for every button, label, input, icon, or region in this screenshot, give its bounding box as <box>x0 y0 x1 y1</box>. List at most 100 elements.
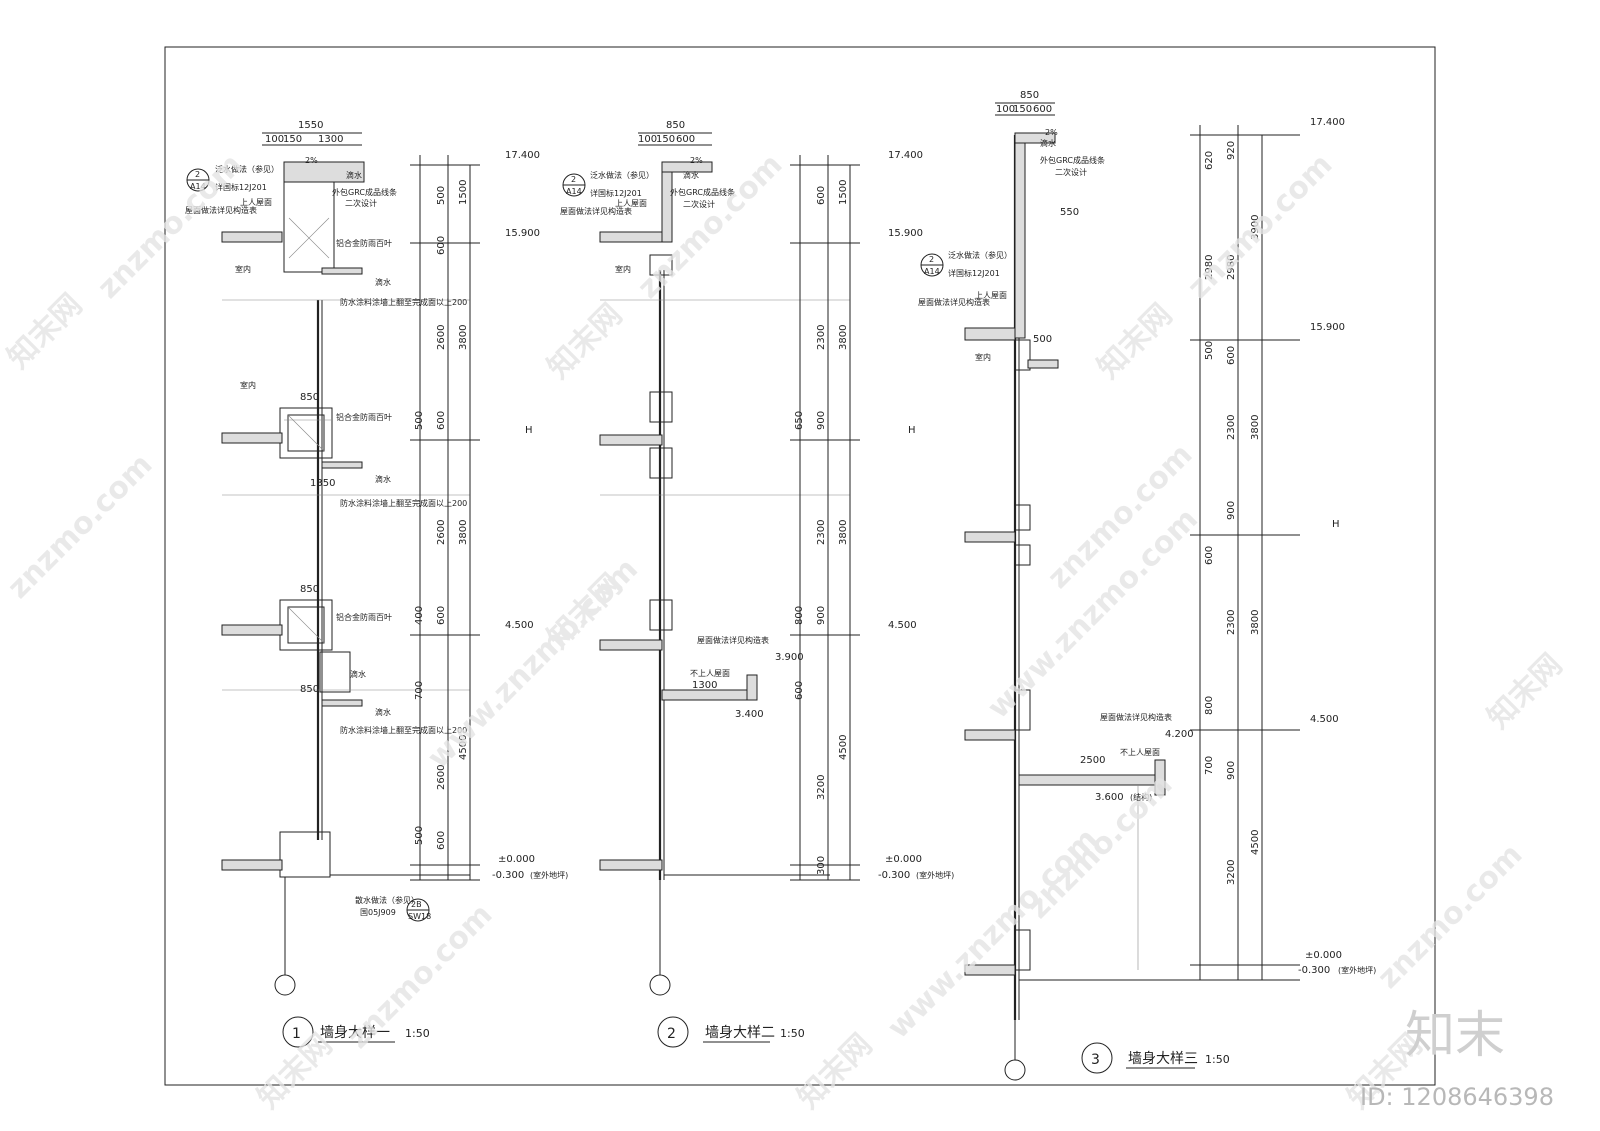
drawing-frame <box>164 46 1436 1086</box>
detail-number-circle <box>1081 1042 1113 1074</box>
level-note: (室外地坪) <box>1338 965 1376 975</box>
wall-detail-2 <box>599 132 860 996</box>
note-roof-type: 上人屋面 <box>975 291 1007 300</box>
dim-text: 3800 <box>458 520 469 545</box>
note-grc: 外包GRC成品线条 <box>670 187 735 197</box>
dim-text: 900 <box>1226 501 1237 520</box>
dim-text: 500 <box>436 186 447 205</box>
detail-scale: 1:50 <box>780 1027 805 1040</box>
detail-number: 2 <box>667 1026 676 1042</box>
dim-text: 600 <box>436 606 447 625</box>
dim-text: 4500 <box>1250 830 1261 855</box>
dim-text: 2600 <box>436 765 447 790</box>
level-text: 3.900 <box>775 652 804 663</box>
level-text: H <box>1332 519 1340 530</box>
detail-title: 墙身大样一 <box>320 1025 390 1041</box>
level-text: -0.300 <box>878 870 910 881</box>
image-id-watermark: ID: 1208646398 <box>1360 1083 1554 1111</box>
watermark-text: znzmo.com <box>91 147 250 306</box>
base-box <box>279 831 331 878</box>
dim-text: 850 <box>300 584 319 595</box>
level-text: 4.500 <box>505 620 534 631</box>
note-secondary: 二次设计 <box>1055 167 1087 177</box>
dim-text: 620 <box>1204 151 1215 170</box>
dim-text: 850 <box>300 392 319 403</box>
note-louver: 铝合金防雨百叶 <box>336 238 392 248</box>
roof-slab <box>599 231 663 243</box>
dim-text: 900 <box>1226 761 1237 780</box>
note-drip: 滴水 <box>375 707 391 717</box>
detail-number-circle <box>282 1016 314 1048</box>
note-waterproof: 防水涂料涂墙上翻至完成面以上200 <box>340 498 467 508</box>
level-text: ±0.000 <box>1305 950 1342 961</box>
dim-text: 4500 <box>838 735 849 760</box>
ref-sheet: A14 <box>566 187 582 196</box>
level-text: 17.400 <box>888 150 923 161</box>
level-text: ±0.000 <box>498 854 535 865</box>
dim-text: 2980 <box>1204 255 1215 280</box>
parapet <box>1014 132 1056 144</box>
ref-num: 2 <box>571 175 576 184</box>
watermark-text: znzmo.com <box>1371 837 1530 996</box>
note-grc: 外包GRC成品线条 <box>332 187 397 197</box>
dim-text: 3800 <box>1250 610 1261 635</box>
dim-text: 700 <box>414 681 425 700</box>
level-text: 17.400 <box>1310 117 1345 128</box>
level-text: 4.500 <box>888 620 917 631</box>
dim-text: 3800 <box>838 520 849 545</box>
dim-text: 500 <box>1033 334 1052 345</box>
note-roofing: 屋面做法详见构造表 <box>560 206 632 216</box>
level-text: 4.500 <box>1310 714 1339 725</box>
detail-title: 墙身大样二 <box>705 1025 775 1041</box>
roof-slab <box>221 231 283 243</box>
dim-text: 850 <box>666 120 685 131</box>
wall-detail-1 <box>221 132 480 996</box>
dim-text: 3800 <box>838 325 849 350</box>
dim-text: 100 <box>265 134 284 145</box>
axis-bubble <box>1004 1059 1026 1081</box>
dim-text: 3900 <box>1250 215 1261 240</box>
note-roofing: 屋面做法详见构造表 <box>697 635 769 645</box>
ref-sheet: A14 <box>190 182 206 191</box>
level-note: (结构) <box>1130 792 1152 802</box>
note-slope: 2% <box>1045 128 1058 137</box>
note-flashing: 泛水做法（参见） <box>948 250 1012 260</box>
note-roof-type: 上人屋面 <box>615 199 647 208</box>
level-text: 15.900 <box>1310 322 1345 333</box>
dim-text: 1500 <box>838 180 849 205</box>
dim-text: 600 <box>1226 346 1237 365</box>
dim-text: 2300 <box>816 520 827 545</box>
dim-text: 600 <box>794 681 805 700</box>
dim-text: 600 <box>436 236 447 255</box>
dim-text: 650 <box>794 411 805 430</box>
note-apron: 散水做法（参见） <box>355 895 419 905</box>
note-grc: 外包GRC成品线条 <box>1040 155 1105 165</box>
dim-text: 800 <box>1204 696 1215 715</box>
detail-3-text: 850 100 150 600 2% 滴水 外包GRC成品线条 二次设计 550… <box>918 90 1376 976</box>
dim-text: 100 <box>996 104 1015 115</box>
dim-text: 2980 <box>1226 255 1237 280</box>
level-text: -0.300 <box>1298 965 1330 976</box>
level-text: 4.200 <box>1165 729 1194 740</box>
level-text: 15.900 <box>505 228 540 239</box>
dim-text: 150 <box>656 134 675 145</box>
note-secondary: 二次设计 <box>683 199 715 209</box>
detail-number: 1 <box>292 1026 301 1042</box>
detail-title: 墙身大样三 <box>1128 1051 1198 1067</box>
note-ref: 详国标12J201 <box>590 188 642 198</box>
level-text: 3.400 <box>735 709 764 720</box>
watermark-text: 知末网 <box>1481 647 1569 735</box>
level-note: (室外地坪) <box>530 870 568 880</box>
detail-number: 3 <box>1091 1052 1100 1068</box>
note-ref: 国05J909 <box>360 908 396 917</box>
detail-scale: 1:50 <box>1205 1053 1230 1066</box>
dim-text: 800 <box>794 606 805 625</box>
level-text: ±0.000 <box>885 854 922 865</box>
detail-1-text: 1550 100 150 1300 2 A14 泛水做法（参见） 详国标12J2… <box>185 120 568 922</box>
detail-number-circle <box>657 1016 689 1048</box>
dim-text: 3800 <box>1250 415 1261 440</box>
watermark-text: 知末网 <box>541 297 629 385</box>
level-text: H <box>525 425 533 436</box>
note-slope: 2% <box>690 156 703 165</box>
